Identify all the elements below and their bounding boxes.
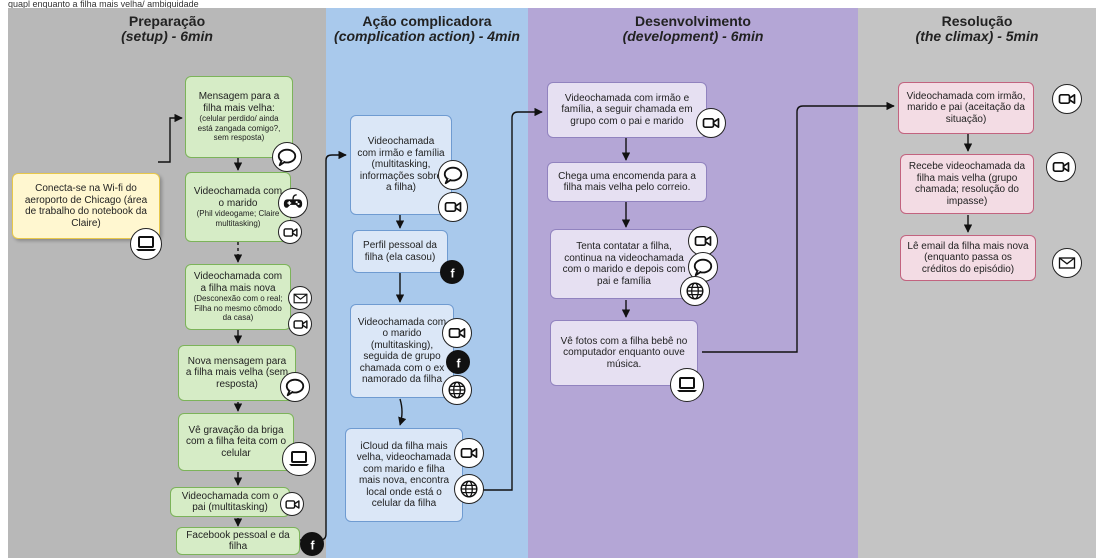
chat-bubble-icon bbox=[438, 160, 468, 190]
node-note: (Desconexão com o real; Filha no mesmo c… bbox=[193, 294, 283, 323]
video-camera-icon bbox=[288, 312, 312, 336]
lane-title-label: Ação complicadora bbox=[362, 13, 492, 29]
lane-title: Preparação (setup) - 6min bbox=[8, 14, 326, 44]
globe-icon bbox=[680, 276, 710, 306]
node-text: Mensagem para a filha mais velha: bbox=[198, 91, 280, 114]
video-camera-icon bbox=[438, 192, 468, 222]
gamepad-icon bbox=[278, 188, 308, 218]
node-note: (celular perdido/ ainda está zangada com… bbox=[197, 114, 281, 143]
node-note: (Phil videogame; Claire multitasking) bbox=[196, 209, 280, 228]
lane-subtitle: (development) - 6min bbox=[622, 28, 764, 44]
video-camera-icon bbox=[280, 492, 304, 516]
node-new-message-older-daughter: Nova mensagem para a filha mais velha (s… bbox=[178, 345, 296, 401]
node-text: Lê email da filha mais nova (enquanto pa… bbox=[907, 240, 1029, 275]
node-text: Tenta contatar a filha, continua na vide… bbox=[562, 241, 686, 287]
video-camera-icon bbox=[442, 318, 472, 348]
node-text: Vê fotos com a filha bebê no computador … bbox=[560, 335, 688, 370]
laptop-icon bbox=[282, 442, 316, 476]
caption-cut-text: quapl enquanto a filha mais velha/ ambig… bbox=[8, 0, 199, 9]
node-text: Videochamada com a filha mais nova bbox=[193, 271, 283, 294]
node-res-video-call: Videochamada com irmão, marido e pai (ac… bbox=[898, 82, 1034, 134]
node-text: Nova mensagem para a filha mais velha (s… bbox=[185, 355, 289, 390]
facebook-icon bbox=[446, 350, 470, 374]
node-dev-video-call-family: Videochamada com irmão e família, a segu… bbox=[547, 82, 707, 138]
node-text: Recebe videochamada da filha mais velha … bbox=[908, 161, 1026, 207]
envelope-icon bbox=[288, 286, 312, 310]
globe-icon bbox=[442, 375, 472, 405]
lane-subtitle: (setup) - 6min bbox=[121, 28, 213, 44]
lane-title: Desenvolvimento (development) - 6min bbox=[528, 14, 858, 44]
node-daughter-profile: Perfil pessoal da filha (ela casou) bbox=[352, 230, 448, 273]
video-camera-icon bbox=[696, 108, 726, 138]
video-camera-icon bbox=[278, 220, 302, 244]
node-video-call-husband-ex: Videochamada com o marido (multitasking)… bbox=[350, 304, 454, 398]
facebook-icon bbox=[300, 532, 324, 556]
lane-subtitle: (complication action) - 4min bbox=[334, 28, 520, 44]
node-text: Perfil pessoal da filha (ela casou) bbox=[363, 240, 437, 263]
node-video-call-brother-family: Videochamada com irmão e família (multit… bbox=[350, 115, 452, 215]
node-message-older-daughter: Mensagem para a filha mais velha: (celul… bbox=[185, 76, 293, 158]
lane-subtitle: (the climax) - 5min bbox=[915, 28, 1039, 44]
node-video-call-younger-daughter: Videochamada com a filha mais nova (Desc… bbox=[185, 264, 291, 330]
node-text: Chega uma encomenda para a filha mais ve… bbox=[558, 170, 696, 194]
video-camera-icon bbox=[1052, 84, 1082, 114]
node-video-call-father: Videochamada com o pai (multitasking) bbox=[170, 487, 290, 517]
node-icloud-daughter: iCloud da filha mais velha, videochamada… bbox=[345, 428, 463, 522]
node-baby-photos: Vê fotos com a filha bebê no computador … bbox=[550, 320, 698, 386]
chat-bubble-icon bbox=[272, 142, 302, 172]
node-wifi-connect: Conecta-se na Wi-fi do aeroporto de Chic… bbox=[12, 173, 160, 239]
node-text: Conecta-se na Wi-fi do aeroporto de Chic… bbox=[24, 183, 148, 229]
video-camera-icon bbox=[1046, 152, 1076, 182]
laptop-icon bbox=[130, 228, 162, 260]
node-text: Vê gravação da briga com a filha feita c… bbox=[185, 424, 287, 459]
node-package-arrives: Chega uma encomenda para a filha mais ve… bbox=[547, 162, 707, 202]
facebook-icon bbox=[440, 260, 464, 284]
lane-title: Ação complicadora (complication action) … bbox=[326, 14, 528, 44]
node-text: Videochamada com o pai (multitasking) bbox=[181, 490, 279, 514]
node-text: iCloud da filha mais velha, videochamada… bbox=[356, 440, 452, 510]
laptop-icon bbox=[670, 368, 704, 402]
node-receive-video-call: Recebe videochamada da filha mais velha … bbox=[900, 154, 1034, 214]
lane-title-label: Preparação bbox=[128, 13, 206, 29]
envelope-icon bbox=[1052, 248, 1082, 278]
node-video-call-husband: Videochamada com o marido (Phil videogam… bbox=[185, 172, 291, 242]
node-facebook-profiles: Facebook pessoal e da filha bbox=[176, 527, 300, 555]
node-read-email: Lê email da filha mais nova (enquanto pa… bbox=[900, 235, 1036, 281]
lane-title-label: Resolução bbox=[941, 13, 1013, 29]
node-text: Facebook pessoal e da filha bbox=[186, 529, 290, 553]
node-text: Videochamada com irmão e família, a segu… bbox=[561, 92, 693, 127]
video-camera-icon bbox=[454, 438, 484, 468]
node-text: Videochamada com o marido (multitasking)… bbox=[357, 316, 447, 386]
node-text: Videochamada com o marido bbox=[193, 186, 283, 209]
chat-bubble-icon bbox=[280, 372, 310, 402]
lane-title: Resolução (the climax) - 5min bbox=[858, 14, 1096, 44]
lane-title-label: Desenvolvimento bbox=[635, 13, 751, 29]
node-try-contact-daughter: Tenta contatar a filha, continua na vide… bbox=[550, 229, 698, 299]
node-watch-fight-recording: Vê gravação da briga com a filha feita c… bbox=[178, 413, 294, 471]
node-text: Videochamada com irmão, marido e pai (ac… bbox=[906, 90, 1026, 125]
globe-icon bbox=[454, 474, 484, 504]
node-text: Videochamada com irmão e família (multit… bbox=[357, 136, 445, 194]
